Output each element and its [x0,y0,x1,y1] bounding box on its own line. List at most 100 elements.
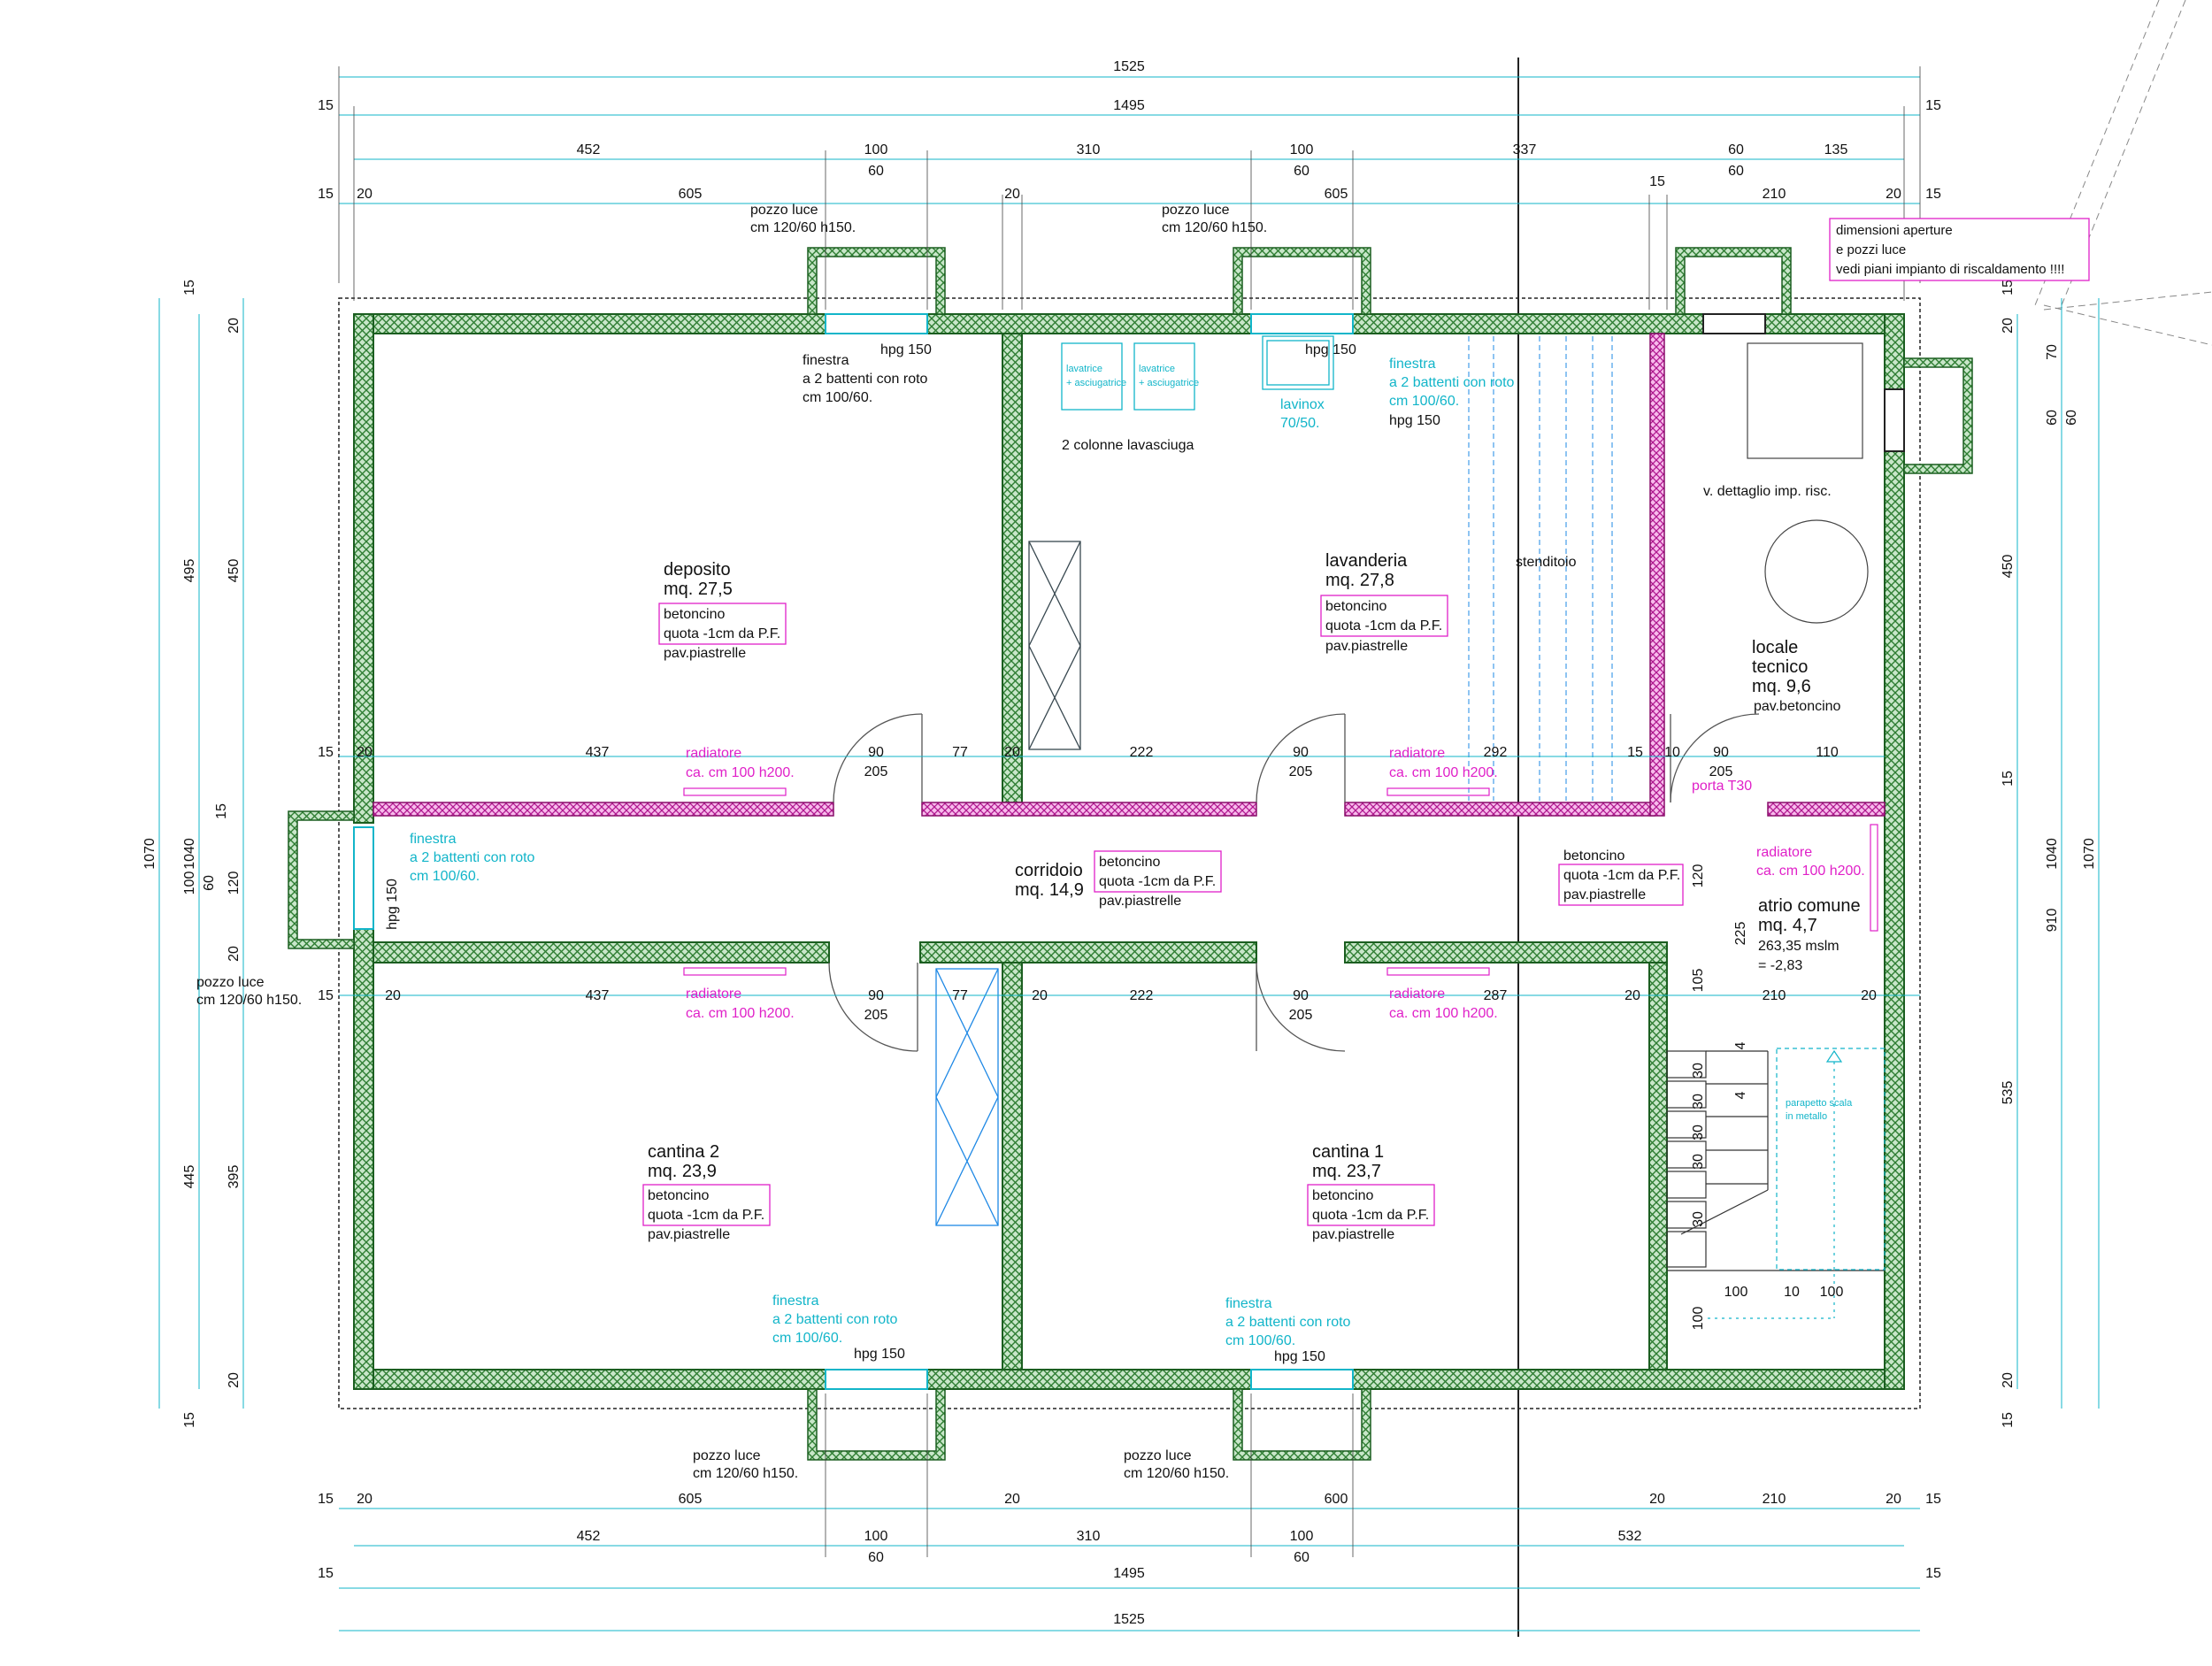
note: radiatore [1756,845,1812,860]
note: hpg 150 [880,342,932,357]
floor-note: pav.piastrelle [1563,887,1646,902]
room-area: mq. 27,8 [1325,571,1394,590]
bottom-dims-row1: 15 20 605 20 600 20 210 20 15 [318,1492,1941,1507]
note: in metallo [1786,1111,1827,1122]
dim-sub: 60 [868,1550,884,1565]
note: radiatore [686,746,741,761]
dim: 20 [1032,988,1048,1003]
dim: 30 [1691,1211,1706,1227]
note: hpg 150 [1274,1349,1325,1364]
note: cm 100/60. [803,390,872,405]
dim: 15 [2001,1412,2016,1428]
floor-note: pav.piastrelle [1099,894,1181,909]
dimension-note-box: dimensioni aperture e pozzi luce vedi pi… [1829,218,2090,281]
dim: 20 [1004,1492,1020,1507]
mid-dims-upper: 15 20 437 90 205 77 20 222 90 205 292 15… [318,745,1839,779]
dim: 30 [1691,1154,1706,1170]
dim: 100 [864,142,888,157]
note: a 2 battenti con roto [410,850,535,865]
floor-note: betoncino [664,607,725,622]
dim: 605 [679,1492,703,1507]
dim: 60 [2045,410,2060,426]
top-dims-row1: 452 100 310 100 337 60 135 60 60 60 [577,142,1848,179]
overall-dims: 1525 1495 1495 1525 15 15 15 15 [318,59,1941,1627]
note: pozzo luce [693,1448,761,1463]
mid-dims-lower: 15 20 437 90 205 77 20 222 90 205 287 20… [318,988,1877,1023]
note: e pozzi luce [1836,242,1906,257]
dim: 20 [1886,187,1901,202]
dim: 437 [586,988,610,1003]
note: finestra [772,1294,819,1309]
dim: 100 [1724,1285,1748,1300]
dim: 600 [1325,1492,1348,1507]
dim-inner-width-bottom: 1495 [1113,1566,1145,1581]
dim: 90 [1713,745,1729,760]
dim: 452 [577,142,601,157]
dim: 532 [1618,1529,1642,1544]
note: parapetto scala [1786,1098,1853,1109]
room-area: mq. 4,7 [1758,916,1817,935]
dim: 20 [385,988,401,1003]
grid-line [2043,304,2212,346]
dim: 100 [1290,142,1314,157]
note: stenditoio [1516,555,1577,570]
dim: 205 [864,764,888,779]
dim: 10 [1664,745,1680,760]
dim: 310 [1077,1529,1101,1544]
drying-lines [1468,336,1613,801]
room-atrio: betoncino quota -1cm da P.F. pav.piastre… [1558,848,1861,973]
note: pozzo luce [196,975,265,990]
dim: 225 [1733,922,1748,946]
dim: 60 [2064,410,2079,426]
dim: 20 [2001,1372,2016,1388]
note: + asciugatrice [1066,378,1126,388]
dim: 535 [2001,1081,2016,1105]
dim: 77 [952,745,968,760]
note: radiatore [1389,987,1445,1002]
dim: 15 [318,187,334,202]
dim: 15 [182,280,197,296]
note: cm 100/60. [1389,394,1459,409]
building-outline [338,297,1921,1409]
radiators [683,787,1878,976]
dim-inner-height-left: 1040 [182,838,197,870]
floor-note: pav.betoncino [1754,699,1841,714]
grid-line [2043,291,2212,311]
note: vedi piani impianto di riscaldamento !!!… [1836,262,2064,277]
note: pozzo luce [1124,1448,1192,1463]
dim: 30 [1691,1125,1706,1140]
note: finestra [803,353,849,368]
room-name: locale [1752,638,1798,657]
room-name: atrio comune [1758,896,1861,916]
note: porta T30 [1692,779,1752,794]
floor-note: pav.piastrelle [1312,1227,1394,1242]
note: radiatore [1389,746,1445,761]
note: ca. cm 100 h200. [1389,765,1498,780]
note: hpg 150 [1389,413,1440,428]
floor-note: pav.piastrelle [1325,639,1408,654]
note: cm 120/60 h150. [1124,1466,1229,1481]
dim: 15 [1925,187,1941,202]
light-well-notes: pozzo luce cm 120/60 h150. pozzo luce cm… [196,203,1267,1481]
note: lavinox [1280,397,1325,412]
dim: 15 [2001,280,2016,296]
note: 70/50. [1280,416,1319,431]
dim: 20 [227,1372,242,1388]
note: radiatore [686,987,741,1002]
dim: 287 [1484,988,1508,1003]
dim: 100 [182,871,197,895]
dim-total-width-bottom: 1525 [1113,1612,1145,1627]
dim: 30 [1691,1094,1706,1109]
dim: 120 [227,871,242,895]
note: pozzo luce [1162,203,1230,218]
dim: 100 [1691,1307,1706,1331]
dim: 20 [2001,318,2016,334]
dim: 77 [952,988,968,1003]
dim: 222 [1130,988,1154,1003]
note: finestra [1225,1296,1272,1311]
room-name: corridoio [1015,861,1083,880]
floor-note: betoncino [648,1188,709,1203]
note: ca. cm 100 h200. [1389,1006,1498,1021]
room-name: tecnico [1752,657,1808,677]
